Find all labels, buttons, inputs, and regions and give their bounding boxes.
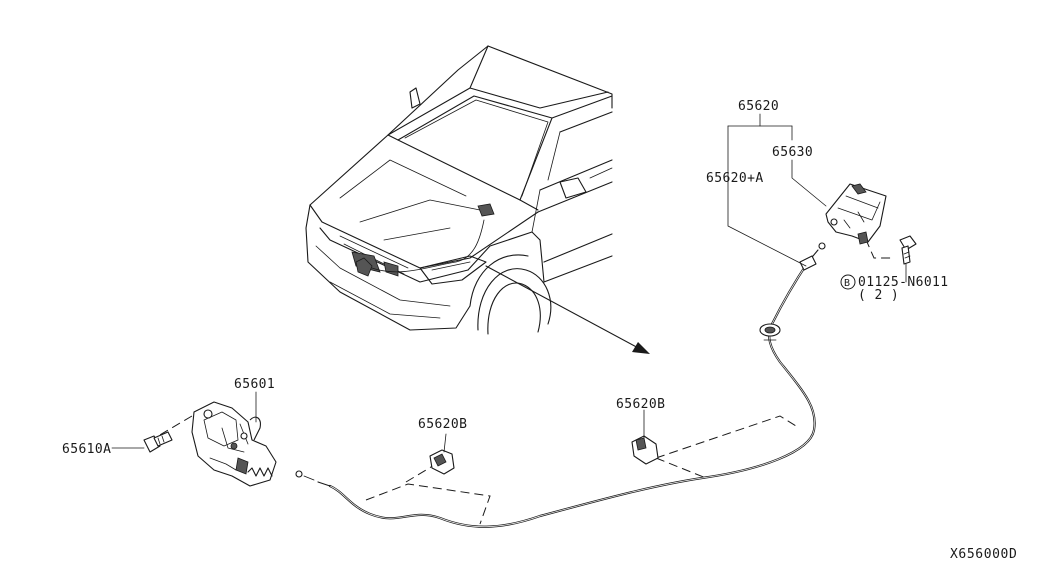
label-65630: 65630 <box>772 145 813 160</box>
cable-clip-left <box>429 433 455 475</box>
hood-release-cable <box>295 242 826 528</box>
direction-arrow <box>485 265 650 354</box>
bolt-marker-b: B <box>840 274 856 290</box>
label-65620-A: 65620+A <box>706 171 764 186</box>
cable-clip-right <box>631 409 659 465</box>
bolt-marker-letter: B <box>844 278 850 289</box>
leader-lines <box>727 113 827 267</box>
bolt-01125-N6011 <box>899 235 917 283</box>
label-65601: 65601 <box>234 377 275 392</box>
vehicle-front-illustration <box>305 45 613 335</box>
hood-opener-lever <box>825 183 887 245</box>
bolt-65610A <box>111 431 173 453</box>
label-01125-N6011: 01125-N6011 <box>858 275 949 290</box>
label-65620B-left: 65620B <box>418 417 467 432</box>
label-bolt-quantity: ( 2 ) <box>858 288 899 303</box>
part-labels: 65620 65630 65620+A B 01125-N6011 ( 2 ) … <box>62 99 1017 562</box>
diagram-code: X656000D <box>950 547 1017 562</box>
label-65620B-right: 65620B <box>616 397 665 412</box>
label-65620: 65620 <box>738 99 779 114</box>
cable-grommet <box>759 323 781 341</box>
label-65610A: 65610A <box>62 442 111 457</box>
hood-lock-assembly <box>191 391 277 487</box>
clip-guide-outlines <box>157 225 892 525</box>
